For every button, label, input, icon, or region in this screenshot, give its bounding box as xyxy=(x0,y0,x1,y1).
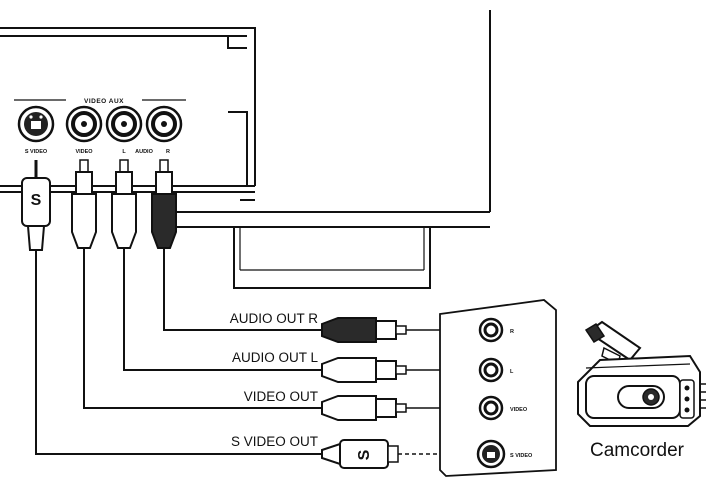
tv-audio-r-plug xyxy=(151,159,177,249)
cam-r-label: R xyxy=(510,329,514,335)
cam-l-jack[interactable] xyxy=(478,357,504,383)
tv-audio-r-jack[interactable] xyxy=(145,105,183,143)
tv-audio-l-jack[interactable] xyxy=(105,105,143,143)
cam-video-label: VIDEO xyxy=(510,407,528,413)
tv-audio-l-plug xyxy=(111,159,137,249)
camcorder-jack-panel: R L VIDEO S VIDEO xyxy=(439,299,557,477)
video-aux-label: VIDEO AUX xyxy=(84,98,124,105)
cable-wires xyxy=(35,248,322,455)
svideo-plug: S xyxy=(321,439,399,469)
audio-l-plug xyxy=(321,357,407,383)
cam-video-jack[interactable] xyxy=(478,395,504,421)
camcorder-label: Camcorder xyxy=(590,440,685,461)
svideo-plug-symbol: S xyxy=(356,449,373,460)
cam-r-jack[interactable] xyxy=(478,317,504,343)
cable-label-s-video-out: S VIDEO OUT xyxy=(231,434,318,449)
cable-label-video-out: VIDEO OUT xyxy=(244,389,318,404)
tv-video-plug xyxy=(71,159,97,249)
cam-l-label: L xyxy=(510,369,514,375)
tv-svideo-label: S VIDEO xyxy=(25,149,48,155)
tv-l-label: L xyxy=(122,149,126,155)
tv-stand xyxy=(233,226,431,289)
cam-side-plugs: S xyxy=(321,317,407,469)
tv-video-jack[interactable] xyxy=(65,105,103,143)
cam-svideo-jack[interactable] xyxy=(476,439,506,469)
cable-label-audio-out-l: AUDIO OUT L xyxy=(232,350,319,365)
cam-svideo-label: S VIDEO xyxy=(510,453,533,459)
tv-plugs: S xyxy=(21,159,177,251)
tv-r-label: R xyxy=(166,149,170,155)
tv-svideo-plug-symbol: S xyxy=(31,192,42,209)
video-aux-panel: VIDEO AUX S VIDEO VIDEO L xyxy=(14,98,186,155)
tv-svideo-plug: S xyxy=(21,160,51,251)
tv-video-label: VIDEO xyxy=(75,149,93,155)
cable-label-audio-out-r: AUDIO OUT R xyxy=(230,311,319,326)
audio-r-plug xyxy=(321,317,407,343)
tv-audio-label: AUDIO xyxy=(135,149,153,155)
video-plug xyxy=(321,395,407,421)
camcorder-icon xyxy=(577,320,706,427)
tv-svideo-jack[interactable] xyxy=(17,105,55,143)
